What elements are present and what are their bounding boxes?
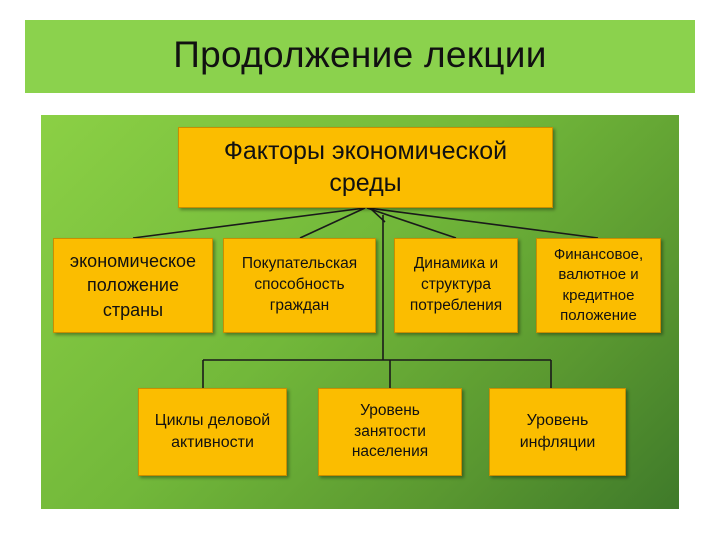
node-inflation-level: Уровень инфляции (489, 388, 626, 476)
node-label: Циклы деловой активности (154, 412, 271, 451)
node-employment-level: Уровень занятости населения (318, 388, 462, 476)
title-bar: Продолжение лекции (25, 20, 695, 93)
root-node: Факторы экономической среды (178, 127, 553, 208)
node-label: Уровень занятости населения (351, 401, 429, 461)
node-consumption-dynamics: Динамика и структура потребления (394, 238, 518, 333)
node-label: Уровень инфляции (519, 412, 596, 451)
root-node-label: Факторы экономической среды (223, 137, 508, 197)
connector-root-l1b (299, 207, 366, 239)
node-label: экономическое положение страны (69, 251, 197, 320)
node-economic-position: экономическое положение страны (53, 238, 213, 333)
node-label: Покупательская способность граждан (241, 255, 358, 314)
connector-root-l1c (366, 207, 457, 239)
slide-title: Продолжение лекции (173, 34, 547, 75)
connector-root-l1a (132, 207, 366, 239)
node-business-cycles: Циклы деловой активности (138, 388, 287, 476)
node-label: Финансовое, валютное и кредитное положен… (553, 246, 644, 324)
node-label: Динамика и структура потребления (409, 255, 503, 314)
node-financial-position: Финансовое, валютное и кредитное положен… (536, 238, 661, 333)
connector-root-l1d (367, 207, 599, 239)
node-purchasing-power: Покупательская способность граждан (223, 238, 376, 333)
